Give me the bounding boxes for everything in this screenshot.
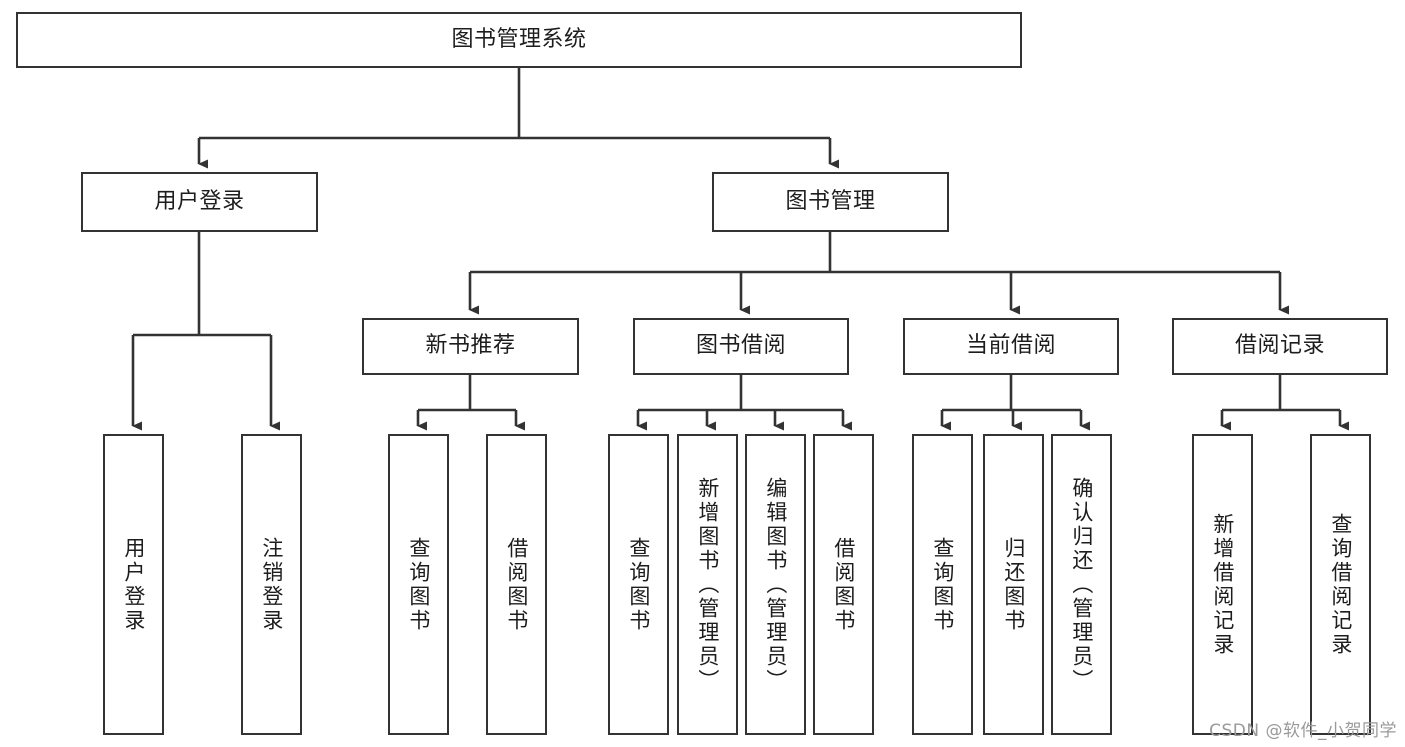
leaf-node-box[interactable]: 新增借阅记录	[1192, 434, 1253, 735]
root-node-box[interactable]: 图书管理系统	[16, 12, 1022, 68]
level1-node-box[interactable]: 图书管理	[712, 172, 949, 232]
leaf-node-box[interactable]: 查询图书	[912, 434, 973, 735]
level2-node-box[interactable]: 图书借阅	[633, 318, 849, 375]
level2-node-label: 当前借阅	[965, 333, 1056, 359]
leaf-node-label: 查询借阅记录	[1328, 512, 1353, 657]
leaf-node-box[interactable]: 编辑图书（管理员）	[745, 434, 806, 735]
level2-node-box[interactable]: 借阅记录	[1172, 318, 1388, 375]
level2-node-label: 借阅记录	[1234, 333, 1325, 359]
leaf-node-label: 新增图书（管理员）	[695, 476, 720, 693]
leaf-node-label: 借阅图书	[831, 536, 856, 633]
leaf-node-box[interactable]: 借阅图书	[486, 434, 547, 735]
leaf-node-box[interactable]: 注销登录	[241, 434, 302, 735]
level1-node-box[interactable]: 用户登录	[81, 172, 318, 232]
csdn-watermark: CSDN @软件_小贺同学	[1209, 721, 1397, 741]
level1-node-label: 图书管理	[785, 188, 876, 214]
level1-node-label: 用户登录	[154, 188, 245, 214]
level2-node-box[interactable]: 当前借阅	[903, 318, 1119, 375]
leaf-node-label: 注销登录	[259, 536, 284, 633]
leaf-node-label: 确认归还（管理员）	[1069, 476, 1094, 693]
level2-node-label: 图书借阅	[695, 333, 786, 359]
leaf-node-box[interactable]: 新增图书（管理员）	[677, 434, 738, 735]
leaf-node-label: 查询图书	[406, 536, 431, 633]
leaf-node-box[interactable]: 归还图书	[983, 434, 1044, 735]
leaf-node-label: 新增借阅记录	[1210, 512, 1235, 657]
leaf-node-box[interactable]: 查询借阅记录	[1310, 434, 1371, 735]
leaf-node-label: 查询图书	[626, 536, 651, 633]
leaf-node-label: 用户登录	[121, 536, 146, 633]
leaf-node-box[interactable]: 查询图书	[608, 434, 669, 735]
level2-node-box[interactable]: 新书推荐	[362, 318, 579, 375]
level2-node-label: 新书推荐	[425, 333, 516, 359]
leaf-node-label: 归还图书	[1001, 536, 1026, 633]
leaf-node-box[interactable]: 查询图书	[388, 434, 449, 735]
leaf-node-box[interactable]: 借阅图书	[813, 434, 874, 735]
leaf-node-label: 查询图书	[930, 536, 955, 633]
root-node-label: 图书管理系统	[451, 26, 587, 52]
leaf-node-label: 借阅图书	[504, 536, 529, 633]
leaf-node-box[interactable]: 用户登录	[103, 434, 164, 735]
leaf-node-label: 编辑图书（管理员）	[763, 476, 788, 693]
leaf-node-box[interactable]: 确认归还（管理员）	[1051, 434, 1112, 735]
